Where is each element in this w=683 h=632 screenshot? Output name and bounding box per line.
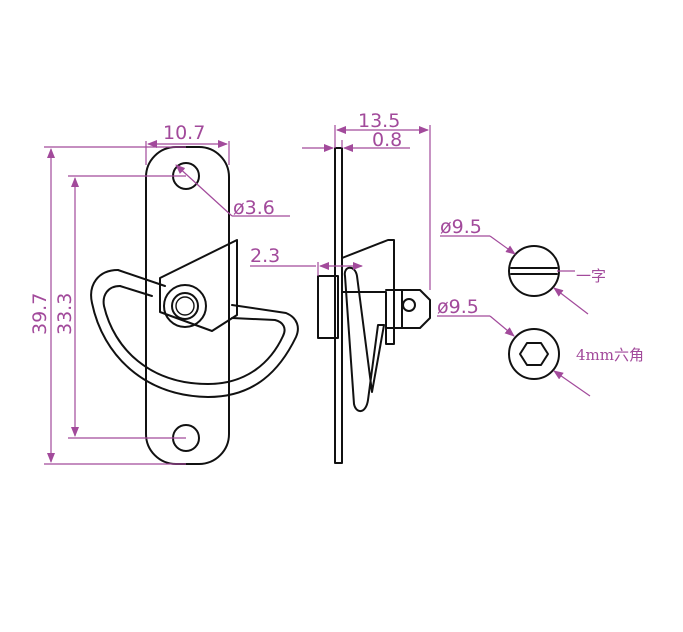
side-screw-stem xyxy=(385,289,431,329)
side-depth-label: 13.5 xyxy=(358,110,400,132)
latch-bracket xyxy=(159,239,238,332)
d-ring-inner xyxy=(102,285,286,385)
overall-height-label: 39.7 xyxy=(29,293,51,335)
pivot-screw-head xyxy=(171,292,199,320)
side-ring-profile xyxy=(343,266,385,412)
base-plate xyxy=(145,146,230,465)
head-dimensions: ø9.5 ø9.5 一字 4mm六角 xyxy=(437,216,644,397)
front-dimensions: 10.7 ø3.6 39.7 33.3 xyxy=(29,122,290,465)
plate-thickness-label: 0.8 xyxy=(372,129,402,151)
front-view xyxy=(90,146,299,465)
hex-socket xyxy=(519,342,549,366)
pivot-washer xyxy=(175,296,195,316)
slotted-head-circle xyxy=(508,245,560,297)
hex-head-circle xyxy=(508,328,560,380)
offset-label: 2.3 xyxy=(250,245,280,267)
screw-heads xyxy=(508,245,560,380)
slot-head-note: 一字 xyxy=(576,267,606,285)
head-dia-top-label: ø9.5 xyxy=(440,216,482,238)
side-view xyxy=(317,147,431,464)
head-dia-bottom-label: ø9.5 xyxy=(437,296,479,318)
hole-spacing-label: 33.3 xyxy=(54,293,76,335)
d-ring-outer xyxy=(90,269,299,398)
pivot-outer-ring xyxy=(163,284,207,328)
side-dimensions: 13.5 0.8 2.3 xyxy=(250,110,431,290)
hole-dia-label: ø3.6 xyxy=(233,197,275,219)
side-base-plate xyxy=(334,147,343,464)
side-bracket xyxy=(341,239,395,345)
hex-head-note: 4mm六角 xyxy=(576,346,644,364)
side-body-block xyxy=(317,275,339,339)
side-screw-hole xyxy=(402,298,416,312)
d-ring-end xyxy=(117,269,166,297)
front-width-label: 10.7 xyxy=(163,122,205,144)
